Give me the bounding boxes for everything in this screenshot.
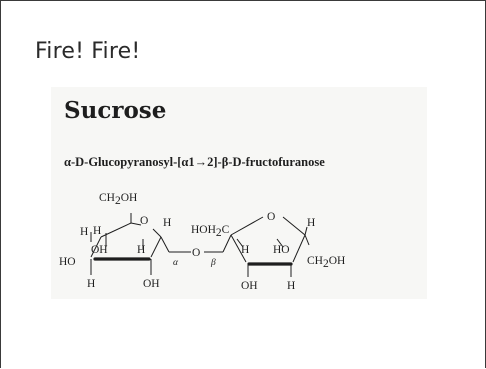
bond-c2-c3 — [230, 234, 247, 263]
bond-o-c1 — [152, 228, 162, 238]
label-glu-h-c5: H — [80, 226, 88, 238]
label-glu-h-c2: H — [137, 244, 145, 256]
bond-c2-o — [230, 216, 264, 236]
bond-c5-ch2oh — [304, 234, 310, 246]
slide-title: Fire! Fire! — [35, 39, 141, 64]
label-fru-ch2oh: CH2OH — [307, 255, 345, 270]
bond-o-c5 — [282, 216, 306, 236]
bond-c5-h — [304, 226, 308, 236]
label-glu-ho-c4: HO — [59, 256, 76, 268]
bond-c4-ho — [276, 238, 284, 248]
figure-subtitle: α-D-Glucopyranosyl-[α1→2]-β-D-fructofura… — [64, 155, 325, 169]
label-glu-h-c1: H — [163, 217, 171, 229]
bond-c4-c3 — [90, 236, 102, 258]
label-glu-h-c4: H — [93, 225, 101, 237]
label-fru-ring-o: O — [267, 211, 275, 223]
bond-c3-h — [236, 238, 244, 248]
label-alpha: α — [173, 258, 179, 268]
label-fru-ho-c4: HO — [273, 244, 290, 256]
figure-title: Sucrose — [64, 97, 167, 124]
bond-c5-o — [130, 222, 142, 226]
label-fru-oh-c3: OH — [241, 280, 258, 292]
label-ch2oh-top: CH2OH — [99, 192, 137, 207]
sucrose-structure-diagram: CH2OH O H H H OH HO H H OH α O β HOH2C O… — [59, 192, 345, 292]
label-glu-h-c3: H — [87, 278, 95, 290]
label-glu-oh-c3: OH — [91, 244, 108, 256]
label-fru-h-c5: H — [307, 217, 315, 229]
bond-c1-c2 — [150, 236, 162, 258]
bond-c2-c1 — [222, 234, 232, 253]
bond-c1-bridge — [160, 236, 170, 253]
label-fru-h-c3: H — [241, 244, 249, 256]
sucrose-figure: Sucrose α-D-Glucopyranosyl-[α1→2]-β-D-fr… — [51, 87, 427, 299]
label-bridge-o: O — [192, 247, 200, 259]
label-glu-ring-o: O — [140, 215, 148, 227]
fructose-ring — [222, 216, 310, 277]
bond-c5-c4 — [292, 234, 306, 263]
label-fru-h-c4: H — [287, 280, 295, 292]
label-glu-oh-c2: OH — [143, 278, 160, 290]
glucose-ring — [90, 213, 170, 275]
label-hoh2c: HOH2C — [191, 224, 230, 239]
label-beta: β — [210, 258, 216, 268]
